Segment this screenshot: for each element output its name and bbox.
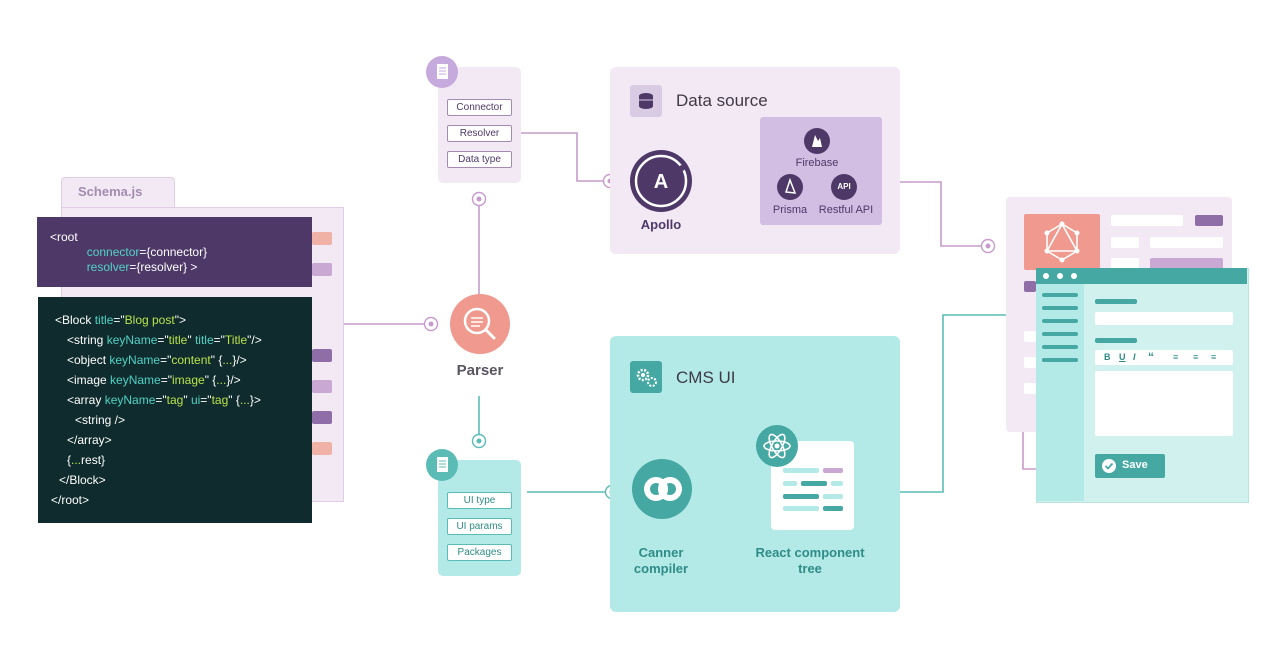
data-source-title: Data source [676,91,768,110]
quote-button[interactable]: “ [1148,350,1154,364]
graphql-icon [1024,214,1100,270]
document-icon [426,56,458,88]
window-sidebar [1036,284,1084,501]
magnifier-icon [463,307,496,340]
resolver-pill: Resolver [447,125,512,142]
parser-label: Parser [456,362,504,379]
align-right-button[interactable]: ≡ [1211,352,1217,362]
apollo-label: Apollo [640,217,682,232]
window-titlebar [1036,268,1247,284]
editor-toolbar[interactable]: B U I “ ≡ ≡ ≡ [1095,350,1233,365]
schema-file-label: Schema.js [78,184,143,199]
cms-ui-title: CMS UI [676,368,736,387]
title-input[interactable] [1095,312,1233,325]
prisma-label: Prisma [772,204,808,216]
react-component-tree-label: React component tree [755,545,865,576]
apollo-icon: A [630,150,692,212]
code-line: <string keyName="title" title="Title"/> [67,333,262,347]
content-textarea[interactable] [1095,371,1233,436]
document-icon [426,449,458,481]
api-icon: API [831,174,857,200]
prisma-icon [777,174,803,200]
svg-text:A: A [654,171,668,193]
connector-pill: Connector [447,99,512,116]
align-left-button[interactable]: ≡ [1173,352,1179,362]
react-icon [756,425,798,467]
code-line: {...rest} [67,453,106,467]
italic-button[interactable]: I [1133,352,1136,362]
bold-button[interactable]: B [1104,352,1111,362]
packages-panel: UI type UI params Packages [438,460,521,576]
code-line: <image keyName="image" {...}/> [67,373,241,387]
packages-pill: Packages [447,544,512,561]
schema-folder-tab [61,177,175,210]
database-icon [630,85,662,117]
parser-node [450,294,510,354]
form-label-bar [1095,299,1137,304]
block-code-block: <Block title="Blog post"> <string keyNam… [38,297,312,523]
underline-button[interactable]: U [1119,352,1126,362]
data-type-pill: Data type [447,151,512,168]
ui-params-pill: UI params [447,518,512,535]
code-line: <string /> [75,413,126,427]
check-icon [1102,459,1116,473]
align-center-button[interactable]: ≡ [1193,352,1199,362]
firebase-label: Firebase [795,157,839,169]
canner-icon [632,459,692,519]
form-label-bar [1095,338,1137,343]
code-line: connector={connector} [86,245,208,259]
gears-icon [630,361,662,393]
save-button[interactable]: Save [1095,454,1165,478]
code-line: <array keyName="tag" ui="tag" {...}> [67,393,261,407]
canner-compiler-label: Canner compiler [633,545,689,576]
code-line: </array> [67,433,112,447]
code-line: </root> [51,493,90,507]
connector-panel: Connector Resolver Data type [438,67,521,183]
code-line: <Block title="Blog post"> [55,313,186,327]
ui-type-pill: UI type [447,492,512,509]
data-providers-box: Firebase Prisma API Restful API [760,117,882,225]
root-code-block: <root connector={connector} resolver={re… [37,217,312,287]
code-line: <object keyName="content" {...}/> [67,353,247,367]
restful-api-label: Restful API [818,204,874,216]
code-line: </Block> [59,473,106,487]
firebase-icon [804,128,830,154]
code-line: resolver={resolver} > [86,260,198,274]
component-tree-card [771,441,854,530]
save-label: Save [1122,459,1148,471]
code-line: <root [50,230,78,244]
